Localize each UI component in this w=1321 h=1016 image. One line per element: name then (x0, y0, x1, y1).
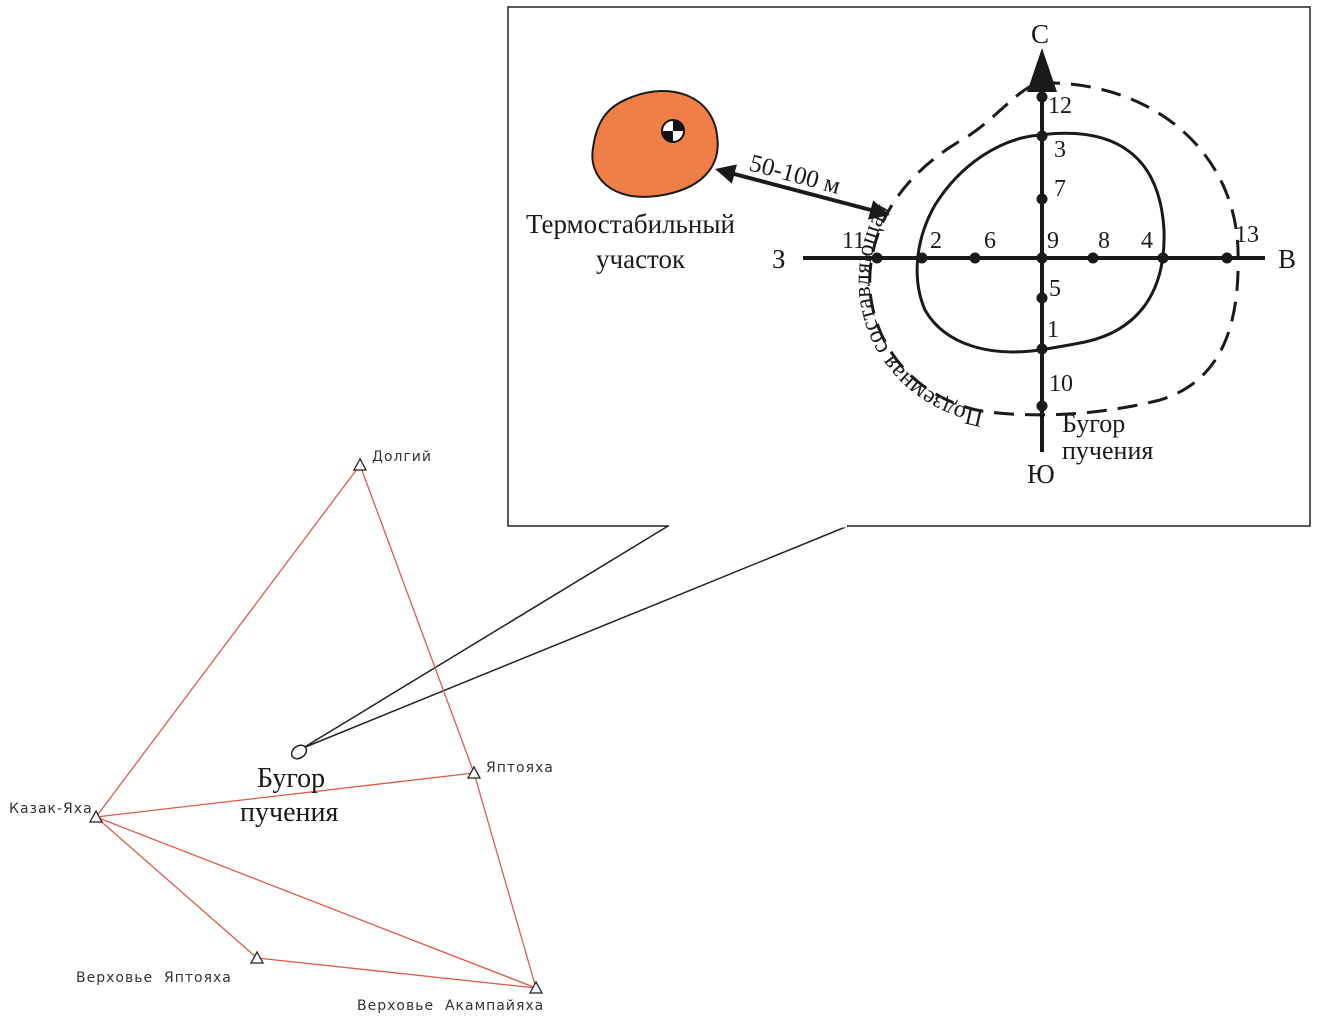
point-11-dot (871, 252, 883, 264)
thermostable-label-line1: Термостабильный (526, 209, 735, 239)
point-label-9: 9 (1047, 228, 1059, 254)
point-label-11: 11 (842, 228, 865, 254)
station-label-verkhovye-akampayakha: Верховье Акампайяха (357, 998, 544, 1014)
point-label-10: 10 (1049, 371, 1073, 397)
thermostable-area (591, 89, 719, 198)
point-13-dot (1221, 252, 1233, 264)
point-6-dot (969, 252, 981, 264)
inset-mound-label-line1: Бугор (1062, 409, 1125, 438)
station-label-yaptoyakha: Яптояха (486, 760, 554, 776)
station-verkhovye-akampayakha-icon (528, 980, 544, 994)
point-label-7: 7 (1054, 176, 1066, 202)
point-label-6: 6 (984, 228, 996, 254)
station-verkhovye-yaptoyakha-icon (249, 950, 265, 964)
compass-north: С (1031, 19, 1049, 49)
point-9-dot (1036, 252, 1048, 264)
north-arrow-icon (1027, 48, 1057, 92)
mound-map-marker (290, 744, 308, 760)
distance-arrow (715, 164, 890, 220)
point-10-dot (1036, 400, 1048, 412)
point-1-dot (1036, 343, 1048, 355)
point-2-dot (916, 252, 928, 264)
point-4-dot (1157, 252, 1169, 264)
point-12-dot (1036, 91, 1048, 103)
thermostable-label-line2: участок (596, 244, 686, 274)
station-label-kazak-yakha: Казак-Яха (9, 801, 93, 817)
compass-west: З (772, 244, 786, 274)
point-label-5: 5 (1049, 276, 1061, 302)
network-lines (95, 464, 537, 989)
station-markers (88, 457, 544, 994)
station-label-dolgiy: Долгий (372, 449, 432, 465)
underground-boundary (868, 81, 1240, 417)
point-label-12: 12 (1048, 93, 1072, 119)
station-yaptoyakha-icon (466, 765, 482, 779)
survey-marker-icon (661, 119, 685, 143)
station-kazak-yakha-icon (88, 809, 104, 823)
map-mound-label-line1: Бугор (257, 763, 325, 794)
point-8-dot (1087, 252, 1099, 264)
map-mound-label-line2: пучения (240, 797, 338, 828)
point-label-3: 3 (1054, 137, 1066, 163)
compass-east: В (1278, 244, 1296, 274)
callout-pointer (302, 525, 849, 749)
survey-points (871, 91, 1233, 412)
point-label-13: 13 (1235, 222, 1259, 248)
point-label-2: 2 (930, 228, 942, 254)
station-label-verkhovye-yaptoyakha: Верховье Яптояха (76, 970, 232, 986)
inset-mound-label-line2: пучения (1062, 436, 1153, 465)
compass-south: Ю (1027, 459, 1055, 489)
point-3-dot (1036, 130, 1048, 142)
point-label-1: 1 (1047, 317, 1059, 343)
point-5-dot (1036, 292, 1048, 304)
point-label-8: 8 (1098, 228, 1110, 254)
point-label-4: 4 (1141, 228, 1153, 254)
point-7-dot (1036, 193, 1048, 205)
station-dolgiy-icon (352, 457, 368, 471)
